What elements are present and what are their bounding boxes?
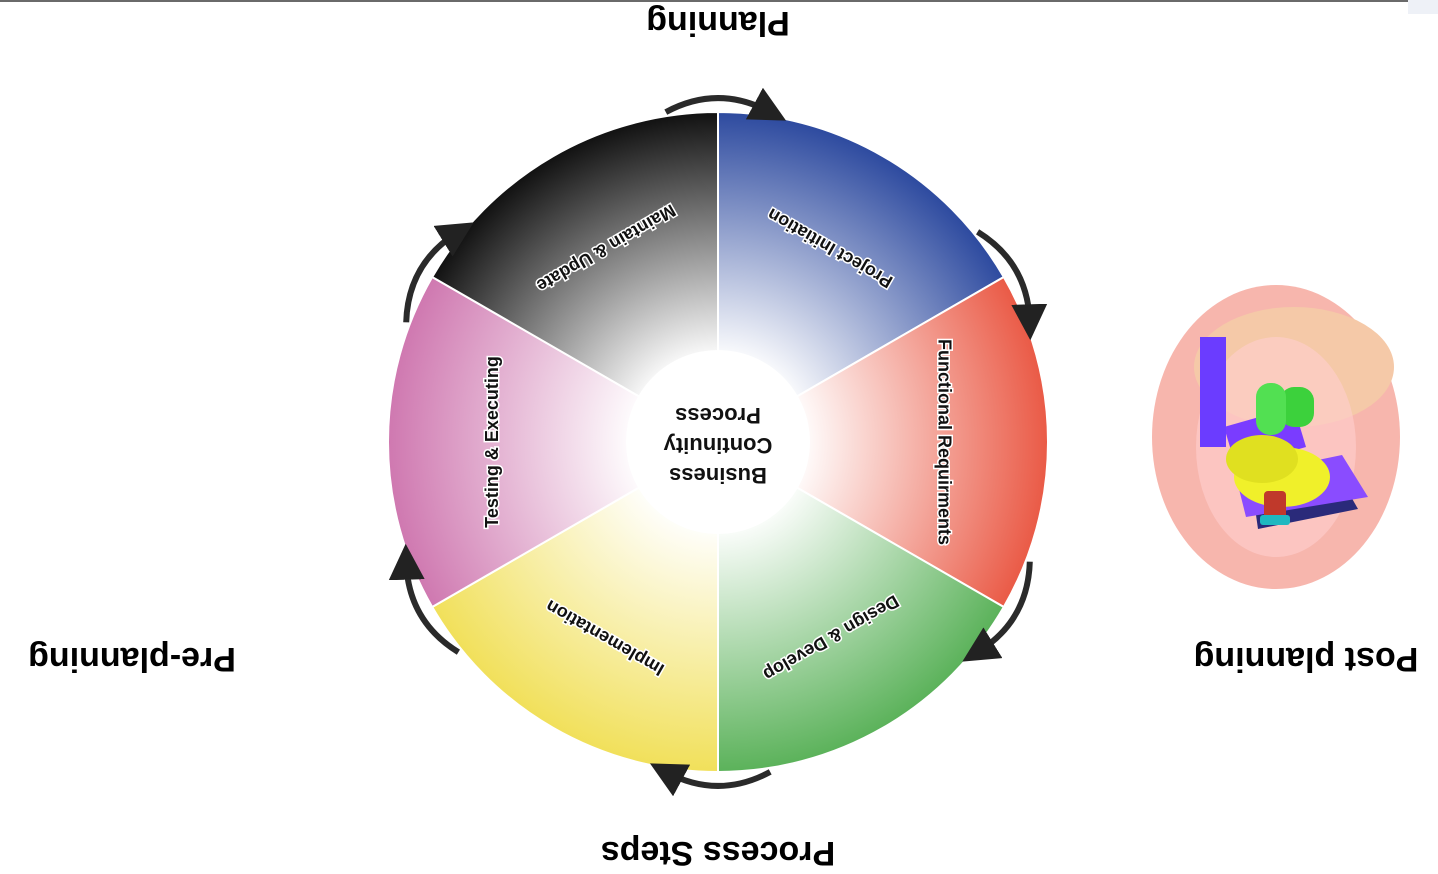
hub-label-line-2: Continuity <box>663 433 773 458</box>
top-border <box>0 0 1438 2</box>
cycle-arrow <box>962 561 1033 662</box>
corner-tab <box>1408 0 1438 14</box>
cycle-arrow <box>388 543 460 655</box>
phase-label-pre-planning: Pre-planning <box>28 640 236 678</box>
cycle-arrows <box>388 87 1048 797</box>
cycle-arrow <box>976 229 1048 341</box>
phase-label-process-steps: Process Steps <box>601 834 835 872</box>
person-with-laptop-clipart <box>1152 285 1400 589</box>
cycle-arrow <box>403 222 474 323</box>
hub-label-line-1: Business <box>669 463 767 488</box>
wheel-segment-label: Testing & Executing <box>482 356 502 528</box>
wheel-segment-label: Functional Requirments <box>934 339 954 545</box>
phase-label-planning: Planning <box>646 4 790 42</box>
cycle-arrow <box>664 87 787 121</box>
wheel-hub <box>626 350 810 534</box>
hub-label-line-3: Process <box>675 403 761 428</box>
phase-label-post-planning: Post planning <box>1194 640 1419 678</box>
cycle-arrow <box>649 763 772 797</box>
